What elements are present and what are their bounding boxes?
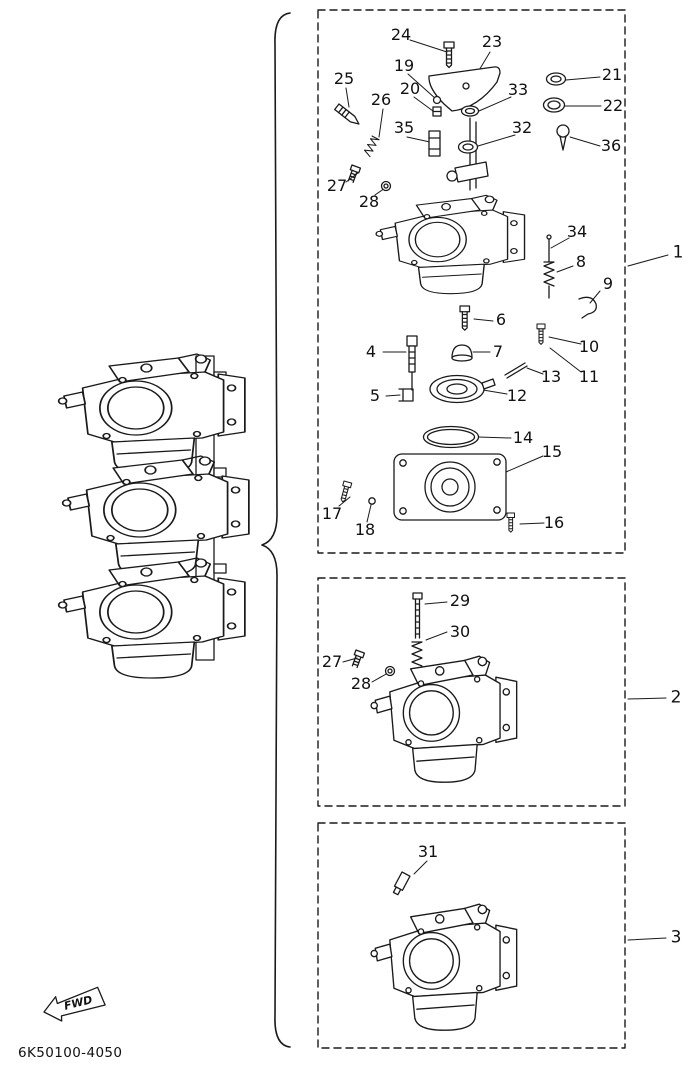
part-4-main-jet — [406, 335, 418, 391]
part-13-pin — [504, 362, 528, 379]
part-30-spring — [411, 641, 423, 667]
parts-box-3 — [317, 822, 626, 1049]
part-7-plug — [451, 344, 473, 362]
callout-26-g1: 26 — [370, 90, 392, 109]
callout-23-g1: 23 — [481, 32, 503, 51]
callout-4-g1: 4 — [365, 342, 377, 361]
leader-lines-group-2 — [342, 601, 448, 683]
part-36-needle-valve — [556, 124, 570, 151]
callout-17-g1: 17 — [321, 504, 343, 523]
callout-28-g2: 28 — [350, 674, 372, 693]
part-25-pilot-screw — [334, 103, 360, 125]
callout-31-g3: 31 — [417, 842, 439, 861]
part-18-ball — [368, 497, 376, 505]
exploded-carb-group-3 — [370, 871, 518, 1031]
carb-body-3 — [370, 903, 518, 1031]
part-27-screw-2 — [351, 649, 366, 669]
part-9-clip — [578, 296, 597, 319]
leader-lines-group-3 — [413, 860, 428, 875]
leader-lines-group-labels — [627, 254, 669, 941]
callout-7-g1: 7 — [492, 342, 504, 361]
callout-30-g2: 30 — [449, 622, 471, 641]
callout-27-g1: 27 — [326, 176, 348, 195]
callout-25-g1: 25 — [333, 69, 355, 88]
part-24-screw — [443, 41, 455, 69]
callout-19-g1: 19 — [393, 56, 415, 75]
callout-10-g1: 10 — [578, 337, 600, 356]
callout-8-g1: 8 — [575, 252, 587, 271]
carb-assembly-bottom — [57, 557, 246, 679]
callout-32-g1: 32 — [511, 118, 533, 137]
group-label-2: 2 — [670, 687, 682, 708]
callout-16-g1: 16 — [543, 513, 565, 532]
callout-20-g1: 20 — [399, 79, 421, 98]
throttle-shaft-detail — [446, 117, 489, 191]
part-33-oring — [460, 105, 480, 117]
leader-lines-group-1 — [338, 39, 602, 525]
callout-24-g1: 24 — [390, 25, 412, 44]
part-12-float-ring — [429, 374, 496, 404]
group-label-3: 3 — [670, 927, 682, 948]
callout-18-g1: 18 — [354, 520, 376, 539]
part-5-clip — [398, 388, 414, 402]
part-27-screw — [347, 164, 362, 184]
callout-34-g1: 34 — [566, 222, 588, 241]
part-28-washer-2 — [384, 665, 396, 677]
part-28-washer — [380, 180, 392, 192]
part-34-needle — [546, 234, 552, 263]
exploded-carb-group-2 — [351, 592, 518, 783]
callout-11-g1: 11 — [578, 367, 600, 386]
part-26-spring — [362, 135, 380, 158]
callout-28-g1: 28 — [358, 192, 380, 211]
part-15-float-bowl — [393, 453, 507, 521]
exploded-carb-group-1 — [334, 41, 597, 533]
part-16-screw — [506, 512, 515, 533]
callout-5-g1: 5 — [369, 386, 381, 405]
callout-9-g1: 9 — [602, 274, 614, 293]
callout-36-g1: 36 — [600, 136, 622, 155]
callout-22-g1: 22 — [602, 96, 624, 115]
callout-29-g2: 29 — [449, 591, 471, 610]
part-23-cover-plate — [428, 66, 501, 112]
part-31-fitting — [392, 871, 411, 896]
fwd-arrow-icon: FWD — [43, 986, 106, 1022]
group-label-1: 1 — [672, 242, 684, 263]
callout-13-g1: 13 — [540, 367, 562, 386]
callout-33-g1: 33 — [507, 80, 529, 99]
part-17-screw — [338, 480, 353, 504]
callout-6-g1: 6 — [495, 310, 507, 329]
callout-35-g1: 35 — [393, 118, 415, 137]
callout-21-g1: 21 — [601, 65, 623, 84]
part-20-sleeve — [432, 106, 442, 117]
parts-box-1 — [317, 9, 626, 554]
curly-brace — [261, 12, 291, 1048]
callout-27-g2: 27 — [321, 652, 343, 671]
part-21-cap — [545, 72, 567, 86]
part-19-jet — [432, 95, 442, 105]
callout-12-g1: 12 — [506, 386, 528, 405]
part-14-gasket — [422, 425, 480, 449]
parts-box-2 — [317, 577, 626, 807]
part-8-spring — [543, 261, 555, 299]
part-29-screw — [412, 592, 423, 639]
carb-stack-assembly — [57, 353, 250, 679]
part-32-oring — [457, 140, 479, 154]
part-35-plunger — [428, 130, 441, 157]
callout-14-g1: 14 — [512, 428, 534, 447]
part-10-11-screw — [536, 323, 546, 345]
part-22-cap — [542, 97, 566, 113]
part-code: 6K50100-4050 — [18, 1045, 123, 1061]
part-6-screw — [459, 305, 471, 331]
carb-body-1 — [375, 194, 526, 295]
callout-15-g1: 15 — [541, 442, 563, 461]
